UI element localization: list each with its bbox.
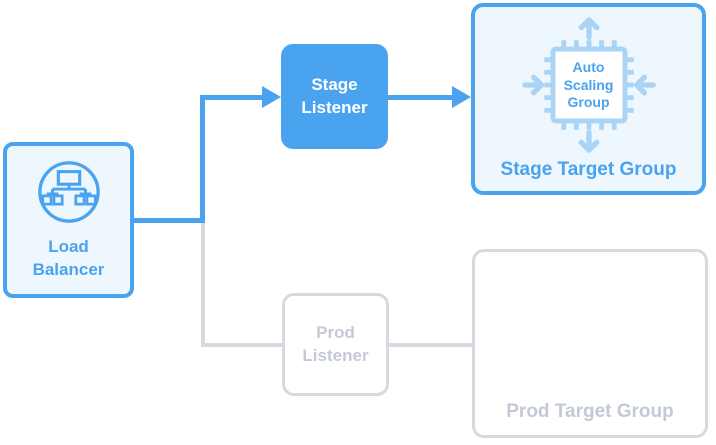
connector-loadbalancer-trunk (133, 218, 205, 223)
stage-target-group-label: Stage Target Group (500, 159, 677, 180)
connector-prod-listener-to-target (389, 343, 472, 347)
arrowhead-into-stage-target-group (452, 86, 471, 108)
node-prod-listener: Prod Listener (282, 293, 389, 396)
connector-stage-branch-vertical (200, 95, 205, 223)
node-prod-target-group: Prod Target Group (472, 249, 708, 438)
auto-scaling-group-label: Auto Scaling Group (563, 58, 614, 110)
prod-listener-label: Prod Listener (302, 322, 369, 365)
node-stage-target-group: Auto Scaling Group Stage Target Group (471, 3, 706, 195)
connector-stage-branch-horizontal (205, 95, 263, 100)
connector-prod-branch-vertical (201, 223, 205, 347)
cpu-chip-icon (521, 17, 656, 153)
node-stage-listener: Stage Listener (281, 44, 388, 149)
node-load-balancer: Load Balancer (3, 142, 134, 298)
connector-stage-listener-to-target (388, 95, 453, 100)
prod-target-group-label: Prod Target Group (506, 401, 674, 422)
arrowhead-into-stage-listener (262, 86, 281, 108)
auto-scaling-group-chip-icon: Auto Scaling Group (520, 16, 658, 154)
load-balancer-label: Load Balancer (32, 237, 105, 279)
load-balancer-icon (37, 161, 100, 224)
connector-prod-branch-horizontal (201, 343, 282, 347)
stage-listener-label: Stage Listener (301, 74, 368, 117)
